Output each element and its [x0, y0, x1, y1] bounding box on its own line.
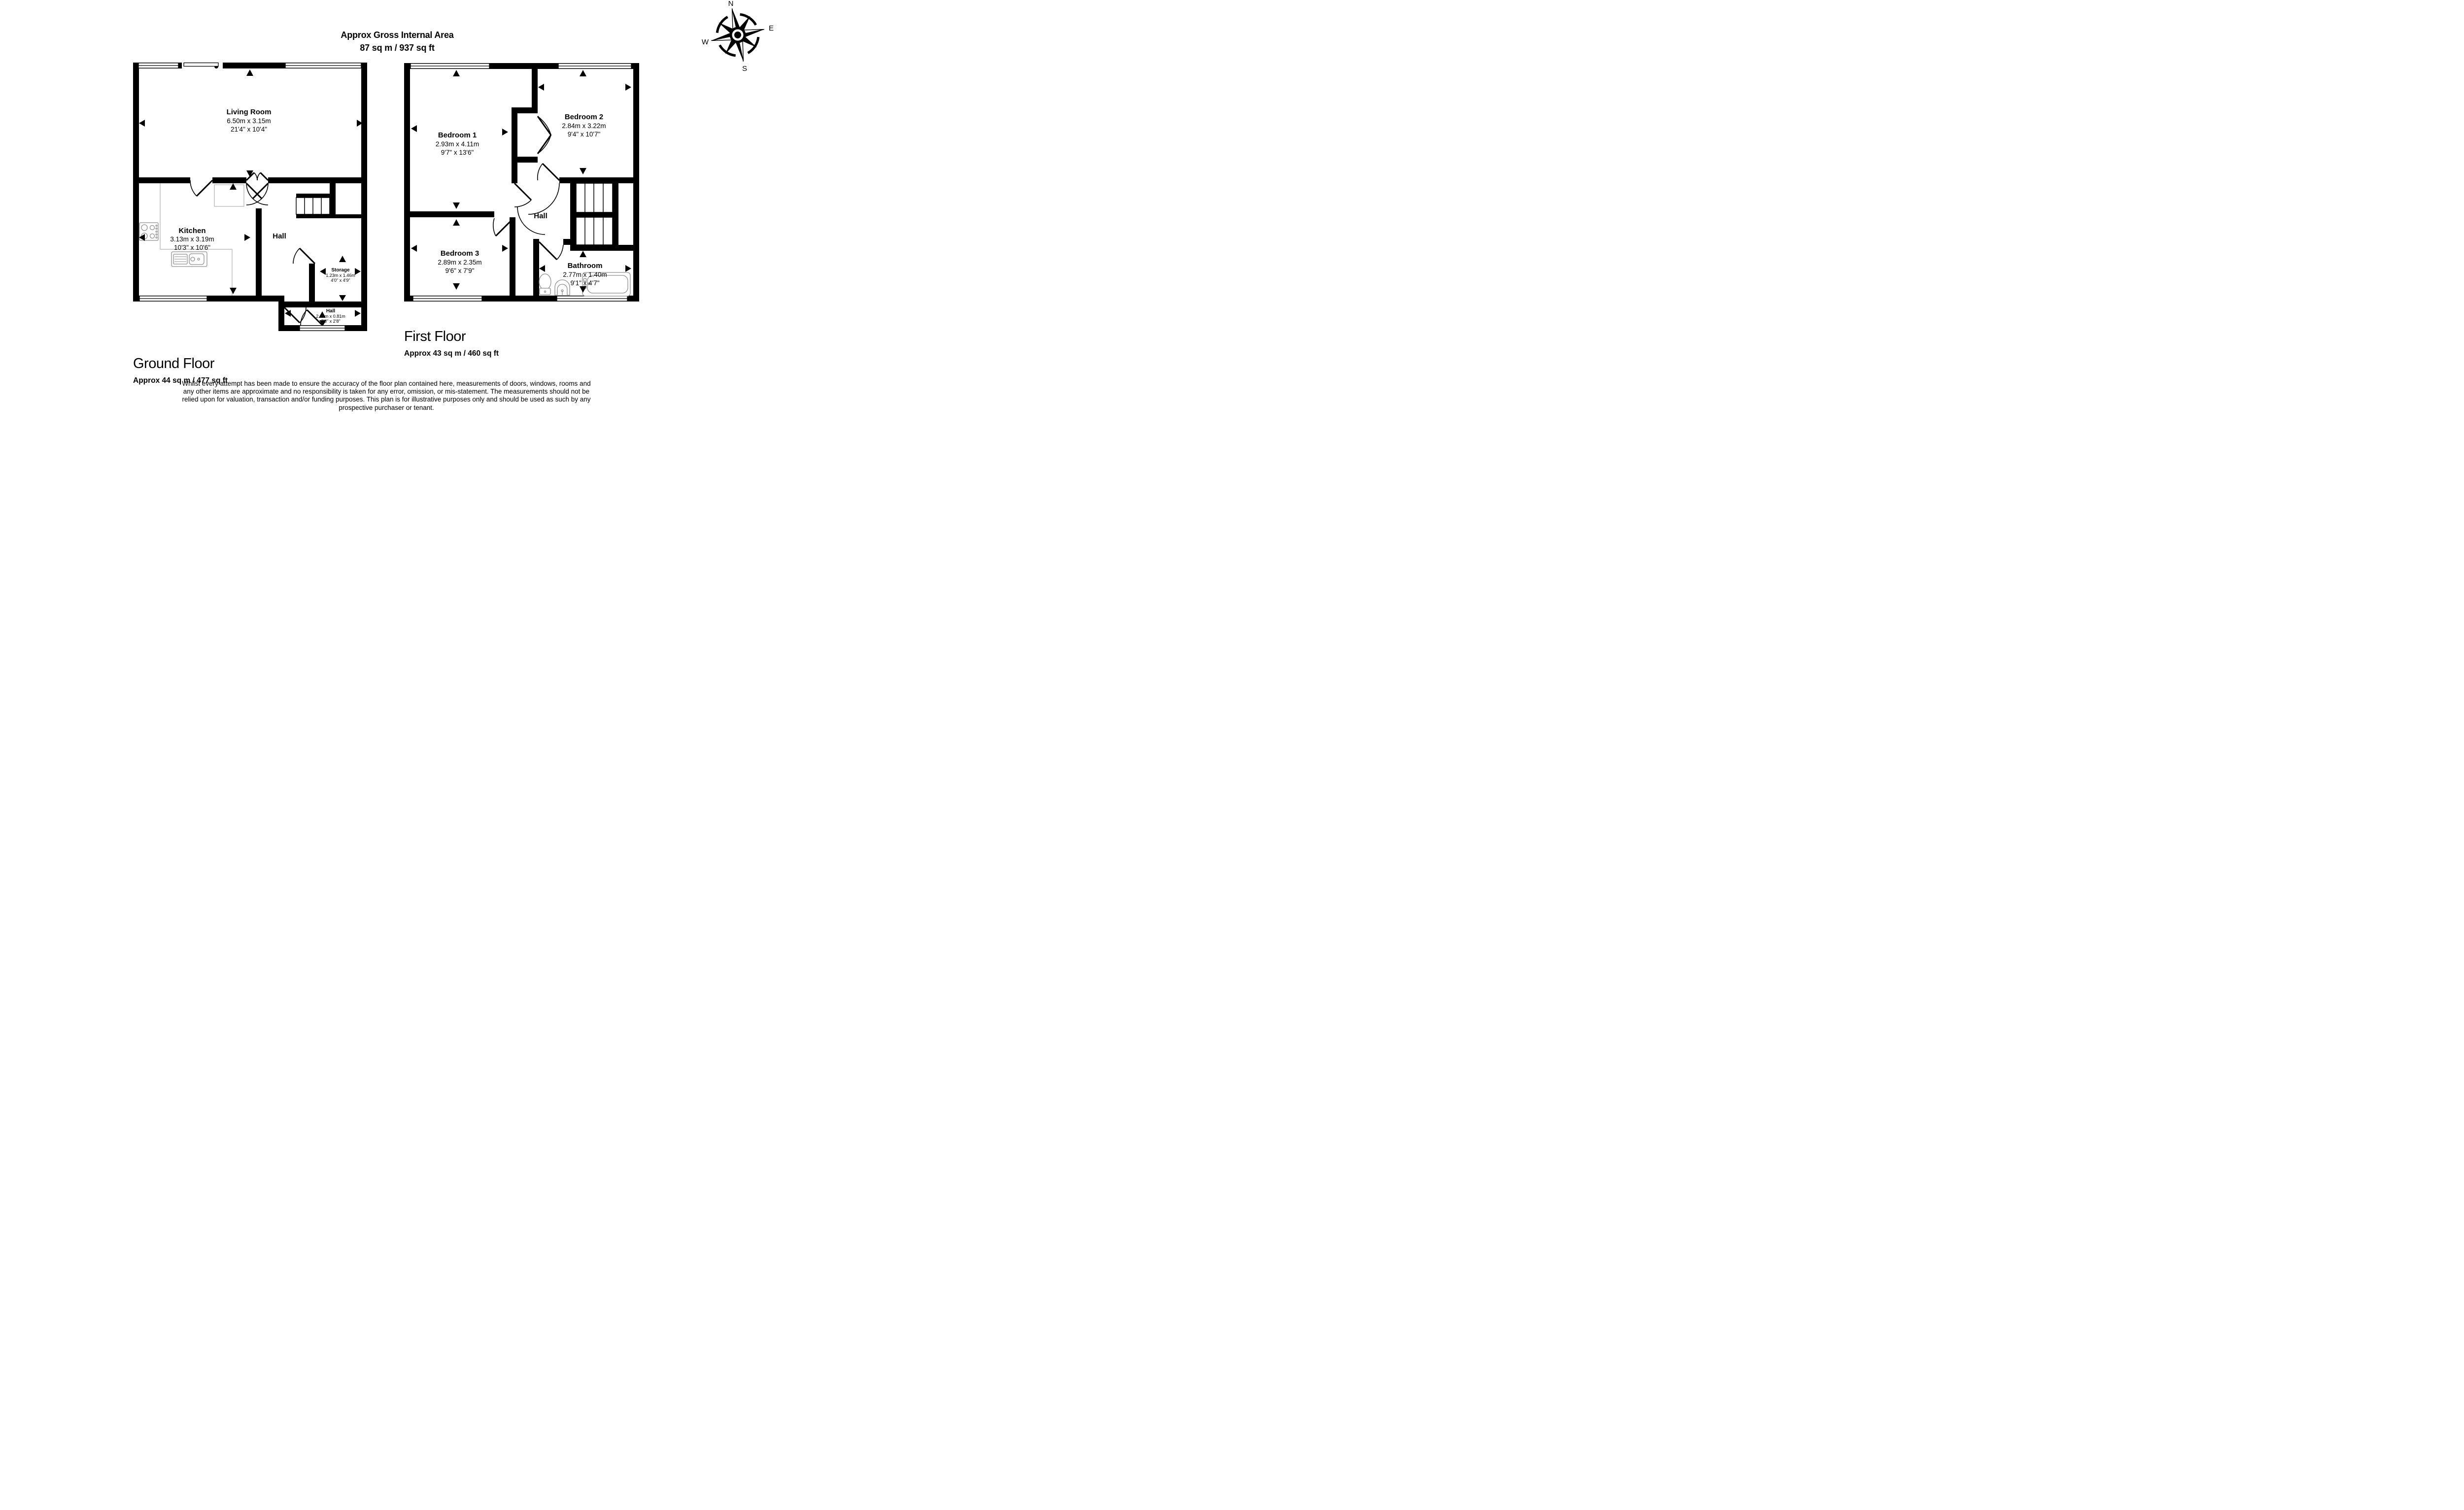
- toilet-icon: [539, 273, 551, 295]
- ground-floor-label: Ground Floor Approx 44 sq m / 477 sq ft: [133, 356, 228, 385]
- door-stop-dot: [214, 67, 218, 68]
- bedroom-2-name: Bedroom 2: [565, 113, 603, 121]
- living-room-metric: 6.50m x 3.15m: [227, 117, 271, 125]
- sink-icon: [171, 251, 207, 267]
- kitchen-name: Kitchen: [178, 227, 205, 235]
- ground-floor-plan: Living Room 6.50m x 3.15m 21'4" x 10'4" …: [133, 62, 367, 331]
- bedroom-3-metric: 2.89m x 2.35m: [438, 259, 481, 266]
- kitchen-counter: [160, 183, 244, 296]
- basin-icon: [554, 279, 570, 296]
- bedroom-3-imperial: 9'6" x 7'9": [445, 267, 474, 274]
- compass-north-label: N: [728, 0, 734, 8]
- ground-walls: [133, 63, 367, 331]
- compass-rose-icon: N E S W: [702, 0, 774, 73]
- first-floor-area: Approx 43 sq m / 460 sq ft: [404, 349, 499, 358]
- first-floor-doors: [493, 116, 564, 261]
- storage-metric: 1.23m x 1.46m: [326, 273, 355, 278]
- bathroom-metric: 2.77m x 1.40m: [563, 271, 607, 278]
- disclaimer-line2: any other items are approximate and no r…: [183, 388, 590, 396]
- first-floor-plan: Bedroom 1 2.93m x 4.11m 9'7" x 13'6" Bed…: [404, 63, 639, 302]
- dimension-arrows: [139, 69, 363, 326]
- disclaimer-text: Whilst every attempt has been made to en…: [140, 380, 633, 412]
- bedroom-2-imperial: 9'4" x 10'7": [568, 131, 601, 138]
- entrance-hall-name: Hall: [326, 308, 336, 314]
- storage-imperial: 4'0" x 4'9": [331, 278, 350, 283]
- gross-internal-area-heading: Approx Gross Internal Area 87 sq m / 937…: [200, 29, 594, 54]
- living-room-imperial: 21'4" x 10'4": [231, 126, 267, 133]
- kitchen-imperial: 10'3" x 10'6": [174, 244, 210, 251]
- storage-name: Storage: [331, 268, 350, 273]
- bedroom-3-name: Bedroom 3: [441, 249, 479, 258]
- gross-internal-area-line1: Approx Gross Internal Area: [341, 30, 454, 40]
- compass-east-label: E: [769, 24, 774, 33]
- first-floor-title: First Floor: [404, 329, 466, 344]
- ground-staircase: [296, 197, 330, 215]
- ground-doors: [190, 172, 323, 326]
- bathtub-icon: [582, 272, 631, 297]
- kitchen-metric: 3.13m x 3.19m: [170, 235, 214, 243]
- entrance-hall-imperial: 7'8" x 2'8": [321, 319, 340, 324]
- living-room-name: Living Room: [227, 108, 272, 116]
- ground-windows: [138, 62, 362, 331]
- compass-hub-dot: [734, 32, 741, 38]
- first-floor-hall-name: Hall: [534, 212, 548, 220]
- disclaimer-line3: relied upon for valuation, transaction a…: [182, 396, 591, 403]
- first-floor-label: First Floor Approx 43 sq m / 460 sq ft: [404, 329, 499, 358]
- ground-hall-name: Hall: [273, 232, 286, 240]
- bathroom-imperial: 9'1" x 4'7": [570, 279, 599, 287]
- disclaimer-line1: Whilst every attempt has been made to en…: [182, 380, 591, 387]
- first-floor-staircase: [576, 183, 613, 245]
- bedroom-1-metric: 2.93m x 4.11m: [436, 140, 479, 148]
- bedroom-2-metric: 2.84m x 3.22m: [562, 122, 606, 130]
- dimension-arrows: [411, 70, 631, 293]
- ground-floor-title: Ground Floor: [133, 356, 214, 371]
- bedroom-1-name: Bedroom 1: [438, 131, 477, 139]
- compass-south-label: S: [742, 65, 747, 73]
- entrance-hall-metric: 2.33m x 0.81m: [316, 314, 345, 319]
- first-floor-windows: [410, 63, 632, 302]
- ground-floor-area: Approx 44 sq m / 477 sq ft: [133, 376, 228, 385]
- gross-internal-area-line2: 87 sq m / 937 sq ft: [360, 43, 435, 53]
- bedroom-1-imperial: 9'7" x 13'6": [441, 149, 474, 156]
- bathroom-name: Bathroom: [568, 262, 603, 270]
- compass-west-label: W: [702, 38, 709, 46]
- disclaimer-line4: prospective purchaser or tenant.: [339, 403, 434, 411]
